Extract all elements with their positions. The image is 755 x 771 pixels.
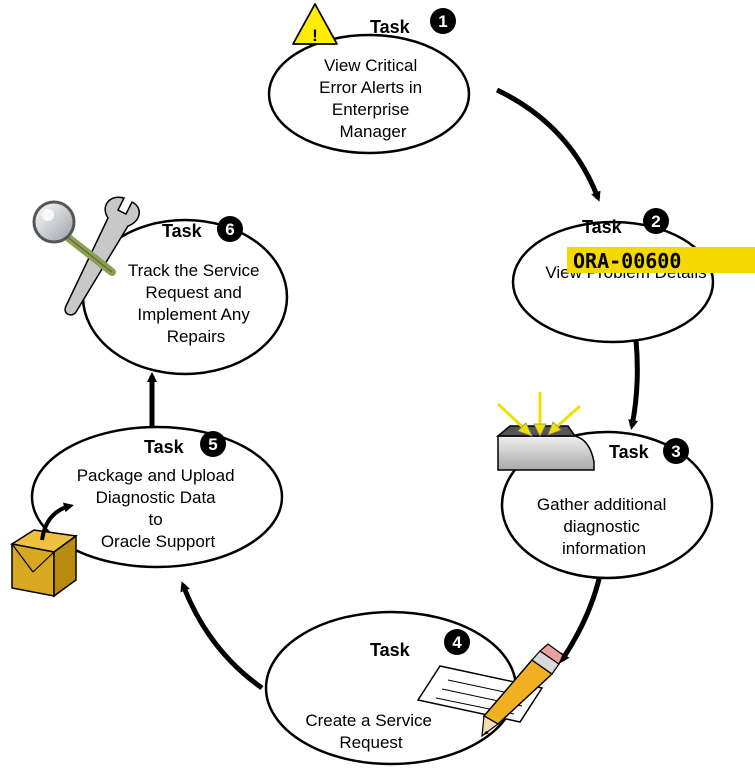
svg-text:2: 2 (651, 212, 660, 231)
error-code-icon: ORA-00600 (567, 247, 755, 273)
task-3-badge: 3 (663, 438, 689, 464)
task-5-badge: 5 (200, 431, 226, 457)
task-2-ellipse (511, 220, 715, 344)
task-6-heading: Task (162, 221, 203, 241)
task-6: Task 6 Track the Service Request and Imp… (32, 196, 289, 376)
task-4-heading: Task (370, 640, 411, 660)
task-6-badge: 6 (217, 216, 243, 242)
task-2-heading: Task (582, 217, 623, 237)
flow-arrows (147, 87, 640, 691)
task-5-ellipse (30, 425, 284, 569)
svg-text:4: 4 (452, 633, 462, 652)
svg-text:6: 6 (225, 220, 234, 239)
task-3-heading: Task (609, 442, 650, 462)
warning-icon: ! (292, 3, 338, 45)
arrow-task2-to-task3 (628, 339, 640, 430)
task-3-description: Gather additional diagnostic information (537, 495, 671, 558)
task-5-heading: Task (144, 437, 185, 457)
pencil-paper-icon (416, 643, 564, 738)
task-5: Task 5 Package and Upload Diagnostic Dat… (10, 425, 284, 598)
svg-text:ORA-00600: ORA-00600 (573, 249, 681, 273)
task-1-badge: 1 (430, 8, 456, 34)
task-1-ellipse (267, 33, 471, 155)
svg-text:1: 1 (438, 12, 447, 31)
task-1-description: View Critical Error Alerts in Enterprise… (319, 56, 427, 141)
task-2: Task 2 View Problem Details ORA-00600 (511, 208, 755, 344)
package-box-icon (10, 502, 78, 598)
svg-text:5: 5 (208, 435, 217, 454)
task-2-badge: 2 (643, 208, 669, 234)
magnifier-wrench-icon (32, 196, 140, 316)
task-6-description: Track the Service Request and Implement … (128, 261, 264, 346)
task-1: Task 1 View Critical Error Alerts in Ent… (267, 3, 471, 155)
task-1-heading: Task (370, 17, 411, 37)
arrow-task4-to-task5 (180, 581, 264, 691)
task-5-description: Package and Upload Diagnostic Data to Or… (77, 466, 240, 551)
task-4-badge: 4 (444, 629, 470, 655)
svg-text:!: ! (312, 26, 318, 45)
svg-text:3: 3 (671, 442, 680, 461)
arrow-task1-to-task2 (495, 87, 601, 202)
task-4: Task 4 Create a Service Request (264, 610, 564, 766)
task-3: Task 3 Gather additional diagnostic info… (495, 392, 714, 580)
task-4-description: Create a Service Request (305, 711, 436, 752)
spotlight-tray-icon (495, 392, 595, 471)
arrow-task3-to-task4 (559, 574, 603, 664)
